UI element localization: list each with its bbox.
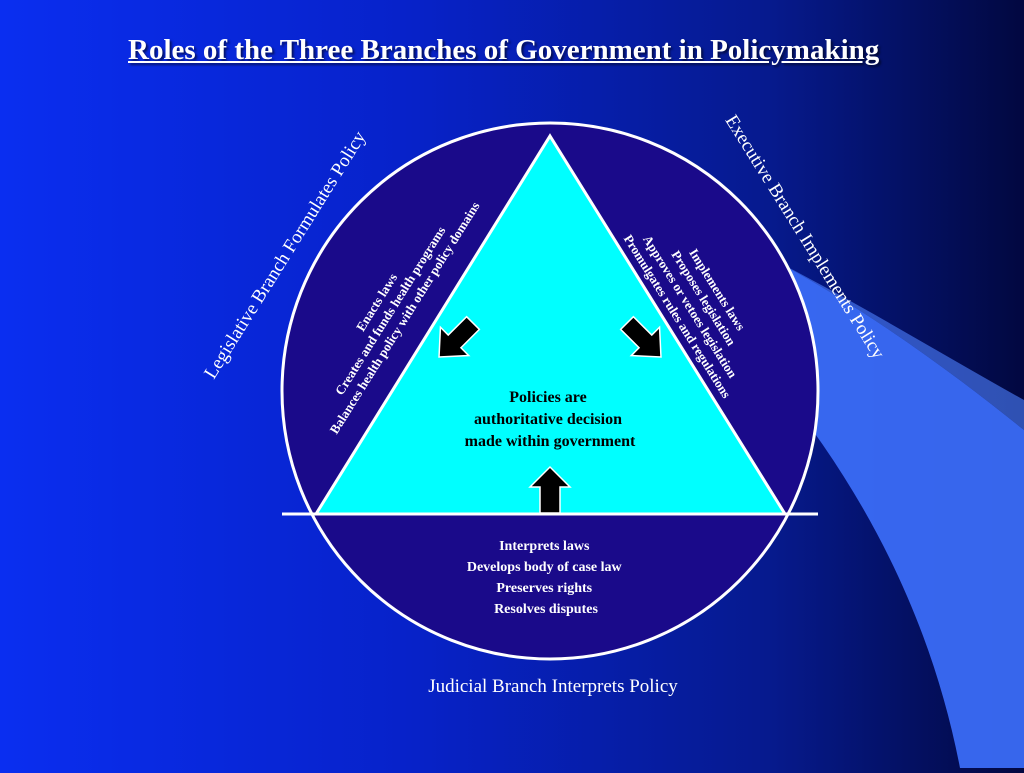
page-title: Roles of the Three Branches of Governmen…: [128, 34, 880, 66]
arrow-down-left-icon: [619, 315, 662, 358]
judicial-role: Preserves rights: [496, 581, 592, 596]
judicial-role: Resolves disputes: [494, 602, 598, 617]
center-text: Policies are authoritative decision made…: [465, 389, 636, 450]
judicial-roles: Interprets laws Develops body of case la…: [467, 539, 625, 617]
center-line: Policies are: [509, 389, 586, 406]
judicial-role: Interprets laws: [499, 539, 590, 554]
arrow-down-right-icon: [438, 315, 481, 358]
center-line: authoritative decision: [474, 411, 622, 428]
judicial-role: Develops body of case law: [467, 560, 623, 575]
arrow-up-icon: [528, 465, 572, 514]
judicial-branch-label: Judicial Branch Interprets Policy: [428, 676, 678, 697]
center-line: made within government: [465, 433, 636, 450]
